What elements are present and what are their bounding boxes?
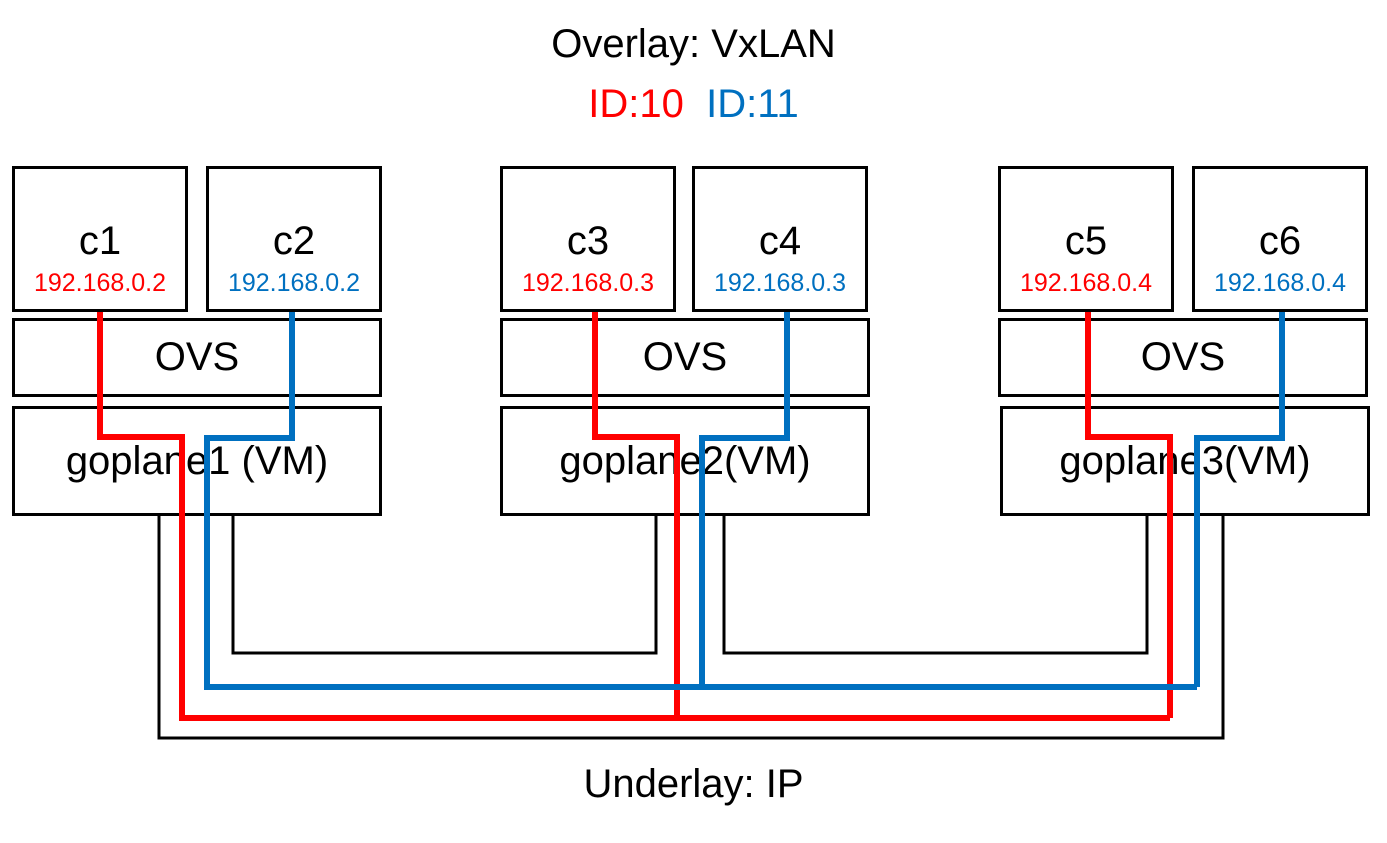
container-name: c1 bbox=[78, 219, 122, 263]
container-c3[interactable]: c3 192.168.0.3 bbox=[500, 166, 676, 312]
container-c6[interactable]: c6 192.168.0.4 bbox=[1192, 166, 1368, 312]
container-ip: 192.168.0.4 bbox=[1213, 269, 1347, 297]
underlay-link-1-2 bbox=[231, 516, 658, 655]
overlay-legend: ID:10 ID:11 bbox=[0, 82, 1387, 127]
container-name: c5 bbox=[1064, 219, 1108, 263]
container-c4[interactable]: c4 192.168.0.3 bbox=[692, 166, 868, 312]
container-ip: 192.168.0.4 bbox=[1019, 269, 1153, 297]
container-c1[interactable]: c1 192.168.0.2 bbox=[12, 166, 188, 312]
vm-goplane1[interactable]: goplane1 (VM) bbox=[12, 406, 382, 516]
container-ip: 192.168.0.3 bbox=[713, 269, 847, 297]
ovs-switch-3[interactable]: OVS bbox=[998, 318, 1368, 397]
underlay-link-1-3 bbox=[157, 516, 1225, 740]
underlay-title: Underlay: IP bbox=[583, 762, 804, 806]
ovs-switch-2[interactable]: OVS bbox=[500, 318, 870, 397]
legend-id-10: ID:10 bbox=[588, 82, 684, 126]
container-c5[interactable]: c5 192.168.0.4 bbox=[998, 166, 1174, 312]
overlay-title: Overlay: VxLAN bbox=[551, 22, 836, 66]
container-ip: 192.168.0.3 bbox=[521, 269, 655, 297]
container-name: c2 bbox=[272, 219, 316, 263]
container-name: c6 bbox=[1258, 219, 1302, 263]
vm-goplane3[interactable]: goplane3(VM) bbox=[1000, 406, 1370, 516]
underlay-link-2-3 bbox=[722, 516, 1149, 655]
container-c2[interactable]: c2 192.168.0.2 bbox=[206, 166, 382, 312]
legend-id-11: ID:11 bbox=[706, 82, 799, 126]
container-name: c3 bbox=[566, 219, 610, 263]
ovs-switch-1[interactable]: OVS bbox=[12, 318, 382, 397]
container-name: c4 bbox=[758, 219, 802, 263]
container-ip: 192.168.0.2 bbox=[33, 269, 167, 297]
container-ip: 192.168.0.2 bbox=[227, 269, 361, 297]
vm-goplane2[interactable]: goplane2(VM) bbox=[500, 406, 870, 516]
